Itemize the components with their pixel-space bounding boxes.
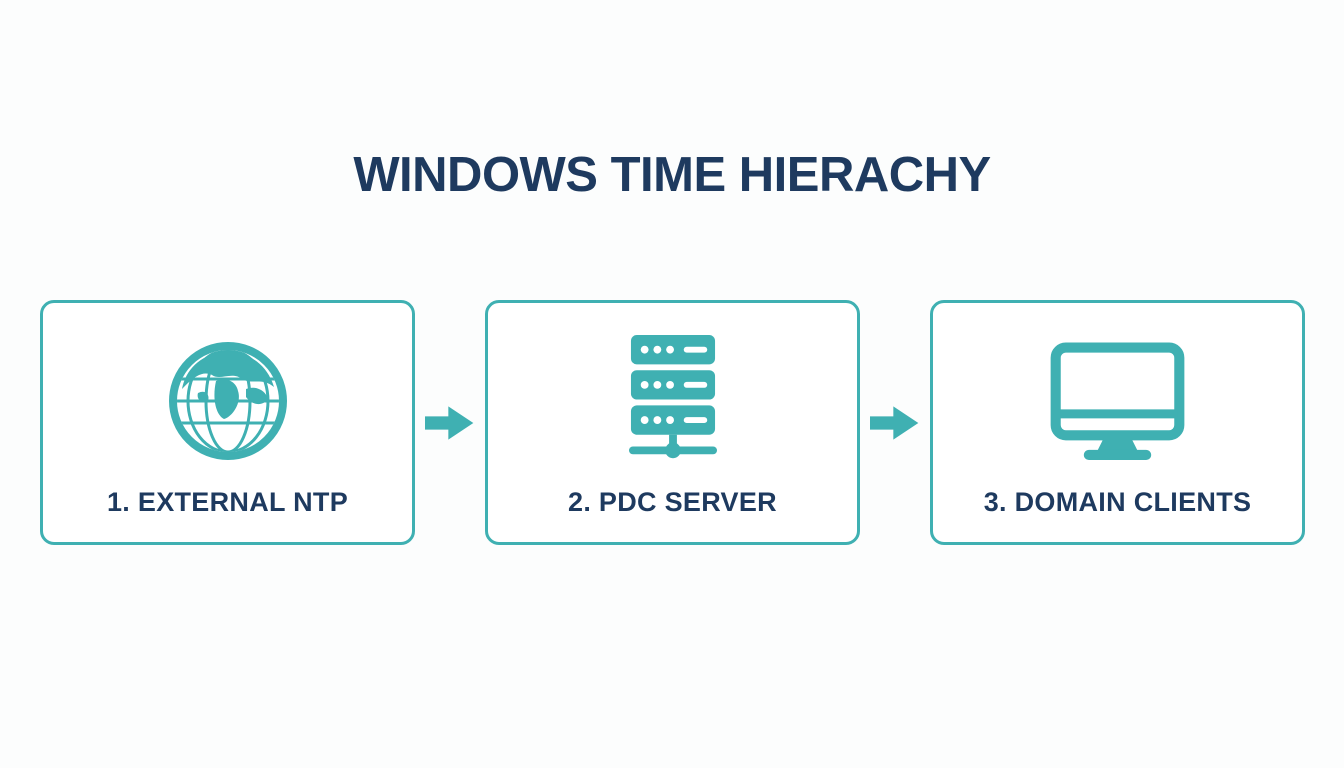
node-label-domain-clients: 3. DOMAIN CLIENTS	[983, 487, 1252, 517]
monitor-icon	[933, 331, 1302, 471]
node-label-pdc-server: 2. PDC SERVER	[568, 487, 777, 517]
flow-diagram: 1. EXTERNAL NTP	[40, 300, 1305, 545]
node-external-ntp: 1. EXTERNAL NTP	[40, 300, 415, 545]
page-title: WINDOWS TIME HIERACHY	[353, 148, 991, 202]
node-pdc-server: 2. PDC SERVER	[485, 300, 860, 545]
node-domain-clients: 3. DOMAIN CLIENTS	[930, 300, 1305, 545]
arrow-right-icon	[415, 300, 485, 545]
node-label-external-ntp: 1. EXTERNAL NTP	[106, 487, 349, 517]
server-icon	[488, 331, 857, 471]
arrow-right-icon	[860, 300, 930, 545]
globe-icon	[43, 331, 412, 471]
